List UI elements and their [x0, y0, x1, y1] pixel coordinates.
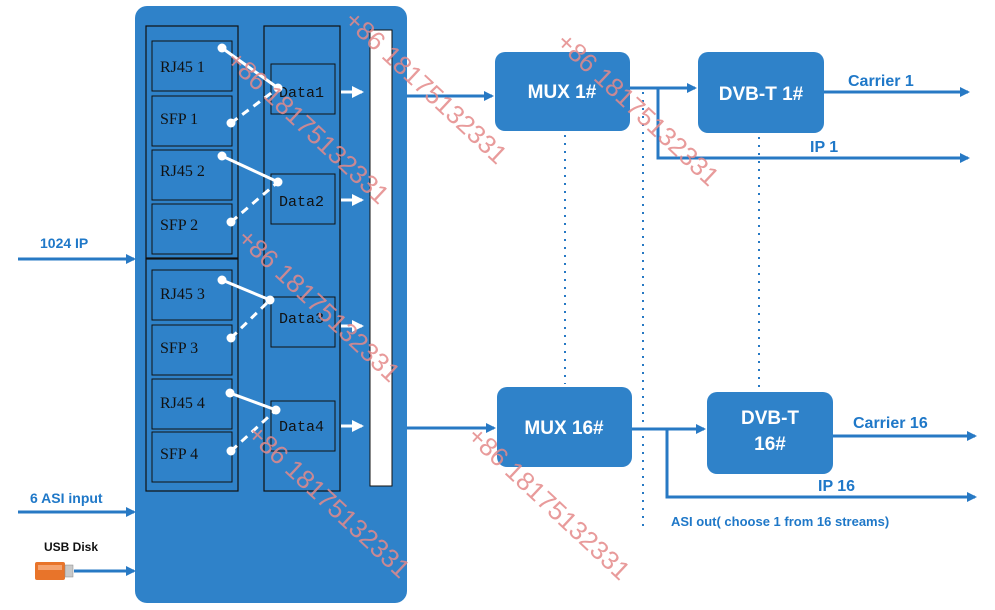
dvbt-1-box: DVB-T 1#	[698, 52, 824, 133]
dvbt-16-label-line1: DVB-T	[741, 408, 799, 429]
link-ip16-branch	[665, 429, 977, 502]
label-usb-disk: USB Disk	[44, 540, 98, 554]
port-1-data-label: Data1	[279, 85, 324, 102]
label-asi-out: ASI out( choose 1 from 16 streams)	[671, 514, 889, 529]
label-1024-ip: 1024 IP	[40, 235, 88, 251]
label-carrier-1: Carrier 1	[848, 73, 914, 90]
label-ip-1: IP 1	[810, 139, 838, 156]
port-4: RJ45 4 SFP 4 Data4	[151, 378, 364, 483]
port-4-sfp-label: SFP 4	[160, 446, 198, 463]
port-2-sfp-label: SFP 2	[160, 217, 198, 234]
port-group-top	[145, 25, 239, 259]
label-carrier-16: Carrier 16	[853, 415, 928, 432]
port-1-sfp-label: SFP 1	[160, 111, 198, 128]
mux-1-box: MUX 1#	[495, 52, 630, 131]
mux-1-label: MUX 1#	[528, 82, 597, 103]
dvbt-1-label: DVB-T 1#	[719, 84, 804, 105]
port-group-bottom	[145, 258, 239, 492]
port-1-rj45-label: RJ45 1	[160, 59, 205, 76]
label-ip-16: IP 16	[818, 478, 855, 495]
data-bus-bar	[369, 29, 393, 487]
usb-disk-icon	[35, 562, 74, 580]
port-3-rj45-label: RJ45 3	[160, 286, 205, 303]
port-4-rj45-label: RJ45 4	[160, 395, 205, 412]
link-ip1-branch	[656, 88, 970, 163]
mux-16-box: MUX 16#	[497, 387, 632, 467]
port-2-data-label: Data2	[279, 194, 324, 211]
input-ip-1024: 1024 IP	[18, 235, 136, 264]
port-4-data-label: Data4	[279, 419, 324, 436]
port-3-data-label: Data3	[279, 311, 324, 328]
dvbt-16-box: DVB-T 16#	[707, 392, 833, 474]
dvbt-16-label-line2: 16#	[754, 434, 786, 455]
label-6-asi-input: 6 ASI input	[30, 490, 103, 506]
port-3: RJ45 3 SFP 3 Data3	[151, 269, 364, 376]
mux-16-label: MUX 16#	[524, 418, 604, 439]
port-1: RJ45 1 SFP 1 Data1	[151, 40, 364, 147]
input-usb: USB Disk	[35, 540, 136, 580]
port-3-sfp-label: SFP 3	[160, 340, 198, 357]
port-2-rj45-label: RJ45 2	[160, 163, 205, 180]
input-asi: 6 ASI input	[18, 490, 136, 517]
port-2: RJ45 2 SFP 2 Data2	[151, 149, 364, 255]
data-group-outline	[263, 25, 341, 492]
